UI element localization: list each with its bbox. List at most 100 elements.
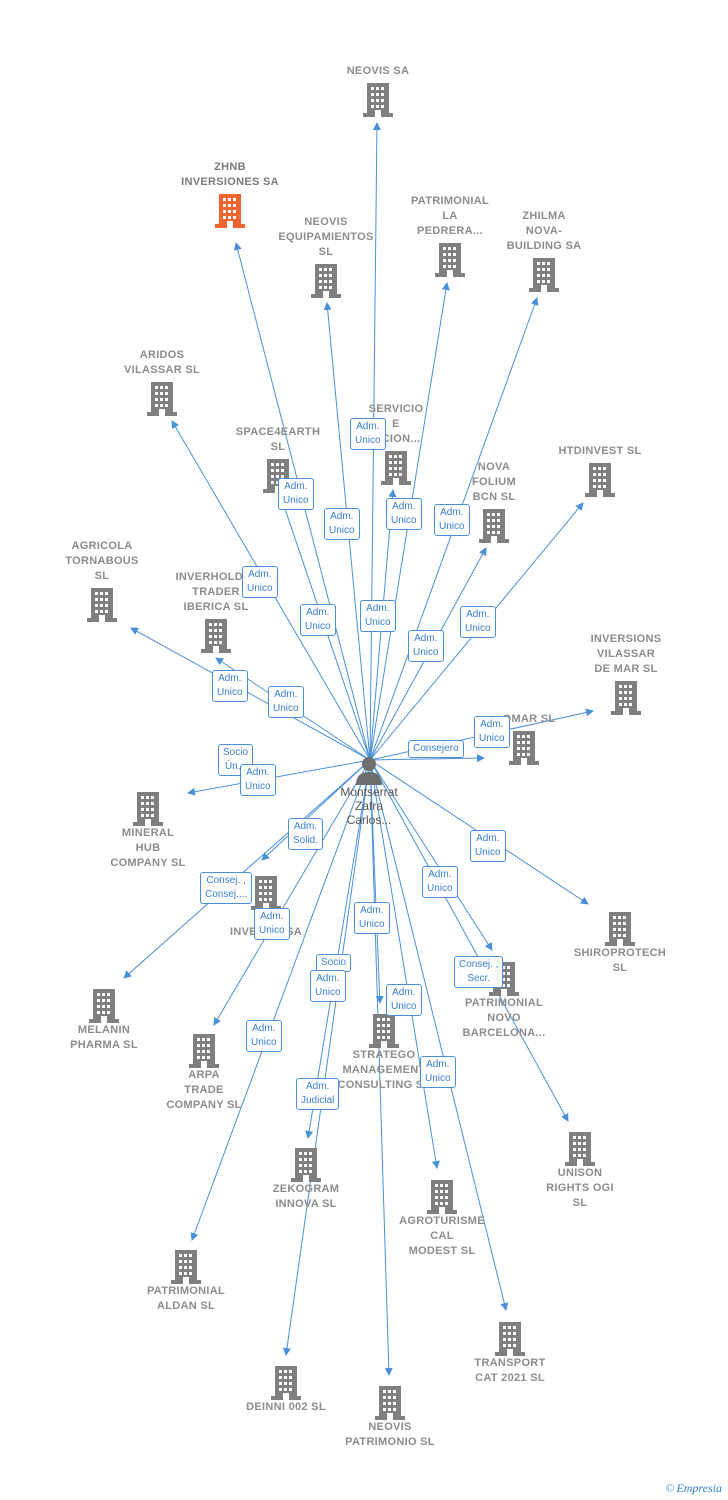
company-agroturisme[interactable]: AGROTURISME CAL MODEST SL xyxy=(382,1176,502,1259)
building-icon xyxy=(215,194,245,228)
edge-role-label[interactable]: Adm. Solid. xyxy=(288,818,324,850)
company-nova-folium[interactable]: NOVA FOLIUM BCN SL xyxy=(434,460,554,543)
company-aridos-vilassar[interactable]: ARIDOS VILASSAR SL xyxy=(102,348,222,416)
company-patrimonial-la-pedrera[interactable]: PATRIMONIAL LA PEDRERA... xyxy=(390,194,510,277)
edge-role-label[interactable]: Adm. Unico xyxy=(386,984,422,1016)
company-name: NEOVIS EQUIPAMIENTOS SL xyxy=(278,216,374,258)
company-inverholding[interactable]: INVERHOLDI... TRADER IBERICA SL xyxy=(156,570,276,653)
edge-role-label[interactable]: Adm. Unico xyxy=(254,908,290,940)
company-melanin-pharma[interactable]: MELANIN PHARMA SL xyxy=(44,985,164,1053)
edge-melanin-pharma xyxy=(123,759,371,979)
company-zhnb[interactable]: ZHNB INVERSIONES SA xyxy=(170,160,290,228)
building-icon xyxy=(189,1034,219,1068)
company-name: DEINNI 002 SL xyxy=(246,1401,326,1413)
edge-role-label[interactable]: Adm. Unico xyxy=(408,630,444,662)
edge-role-label[interactable]: Adm. Unico xyxy=(422,866,458,898)
edge-zekogram xyxy=(305,759,371,1139)
edge-role-label[interactable]: Adm. Unico xyxy=(324,508,360,540)
company-name: MINERAL HUB COMPANY SL xyxy=(110,827,186,869)
edge-role-label[interactable]: Adm. Judicial xyxy=(296,1078,340,1110)
footer-brand[interactable]: ©Empresia xyxy=(665,1481,722,1496)
edge-role-label[interactable]: Adm. Unico xyxy=(268,686,304,718)
company-shiroprotech[interactable]: SHIROPROTECH SL xyxy=(560,908,680,976)
edge-role-label[interactable]: Adm. Unico xyxy=(242,566,278,598)
edge-transport-cat xyxy=(369,759,509,1311)
edge-role-label[interactable]: Adm. Unico xyxy=(354,902,390,934)
company-agricola-tornabous[interactable]: AGRICOLA TORNABOUS SL xyxy=(42,539,162,622)
edge-role-label[interactable]: Adm. Unico xyxy=(470,830,506,862)
company-name: SPACE4EARTH SL xyxy=(235,426,321,453)
company-zekogram[interactable]: ZEKOGRAM INNOVA SL xyxy=(246,1144,366,1212)
edge-role-label[interactable]: Adm. Unico xyxy=(212,670,248,702)
building-icon xyxy=(369,1014,399,1048)
building-icon xyxy=(363,83,393,117)
edge-neovis-patrimonio xyxy=(369,759,393,1376)
edge-role-label[interactable]: Consejero xyxy=(408,740,464,758)
edge-role-label[interactable]: Adm. Unico xyxy=(474,716,510,748)
company-name: ZHILMA NOVA- BUILDING SA xyxy=(506,210,582,252)
company-name: ZEKOGRAM INNOVA SL xyxy=(272,1183,340,1210)
company-neovis-patrimonio[interactable]: NEOVIS PATRIMONIO SL xyxy=(330,1382,450,1450)
edge-role-label[interactable]: Consej. , Consej.... xyxy=(200,872,253,904)
edge-patrimonial-aldan xyxy=(190,759,371,1241)
building-icon xyxy=(381,451,411,485)
edge-agricola-tornabous xyxy=(130,627,371,761)
edge-role-label[interactable]: Adm. Unico xyxy=(310,970,346,1002)
edge-role-label[interactable]: Adm. Unico xyxy=(240,764,276,796)
company-arpa-trade[interactable]: ARPA TRADE COMPANY SL xyxy=(144,1030,264,1113)
building-icon xyxy=(87,588,117,622)
edge-role-label[interactable]: Adm. Unico xyxy=(300,604,336,636)
building-icon xyxy=(171,1250,201,1284)
company-zhilma[interactable]: ZHILMA NOVA- BUILDING SA xyxy=(484,209,604,292)
edge-role-label[interactable]: Adm. Unico xyxy=(246,1020,282,1052)
company-name: AGRICOLA TORNABOUS SL xyxy=(65,540,139,582)
company-name: NEOVIS PATRIMONIO SL xyxy=(345,1421,435,1448)
company-name: NOVA FOLIUM BCN SL xyxy=(472,461,516,503)
company-name: SHIROPROTECH SL xyxy=(573,947,667,974)
edge-role-label[interactable]: Adm. Unico xyxy=(360,600,396,632)
company-name: STRATEGO MANAGEMENT CONSULTING SL xyxy=(337,1049,431,1091)
edge-role-label[interactable]: Adm. Unico xyxy=(386,498,422,530)
company-neovis-equipamientos[interactable]: NEOVIS EQUIPAMIENTOS SL xyxy=(266,215,386,298)
company-mineral-hub[interactable]: MINERAL HUB COMPANY SL xyxy=(88,788,208,871)
company-patrimonial-aldan[interactable]: PATRIMONIAL ALDAN SL xyxy=(126,1246,246,1314)
company-stratego[interactable]: STRATEGO MANAGEMENT CONSULTING SL xyxy=(324,1010,444,1093)
company-neovis-sa[interactable]: NEOVIS SA xyxy=(318,64,438,117)
company-name: PATRIMONIAL ALDAN SL xyxy=(146,1285,226,1312)
company-name: ARPA TRADE COMPANY SL xyxy=(166,1069,242,1111)
company-name: ZHNB INVERSIONES SA xyxy=(181,161,279,188)
company-name: INVERSIONS VILASSAR DE MAR SL xyxy=(590,633,662,675)
building-icon xyxy=(375,1386,405,1420)
building-icon xyxy=(495,1322,525,1356)
company-unison-rights[interactable]: UNISON RIGHTS OGI SL xyxy=(520,1128,640,1211)
building-icon xyxy=(565,1132,595,1166)
building-icon xyxy=(585,463,615,497)
edge-role-label[interactable]: Adm. Unico xyxy=(420,1056,456,1088)
building-icon xyxy=(611,681,641,715)
company-name: AGROTURISME CAL MODEST SL xyxy=(399,1215,485,1257)
company-inversions-vilassar[interactable]: INVERSIONS VILASSAR DE MAR SL xyxy=(566,632,686,715)
company-deinni[interactable]: DEINNI 002 SL xyxy=(226,1362,346,1415)
edge-role-label[interactable]: Adm. Unico xyxy=(278,478,314,510)
edge-patrimonial-novo xyxy=(369,759,493,951)
company-name: INVERHOLDI... TRADER IBERICA SL xyxy=(175,571,257,613)
edge-role-label[interactable]: Adm. Unico xyxy=(350,418,386,450)
building-icon xyxy=(311,264,341,298)
center-person[interactable]: Montserrat Zafra Carlos... xyxy=(334,755,404,827)
company-htdinvest[interactable]: HTDINVEST SL xyxy=(540,444,660,497)
building-icon xyxy=(251,876,281,910)
person-name: Montserrat Zafra Carlos... xyxy=(340,785,398,827)
edge-role-label[interactable]: Adm. Unico xyxy=(434,504,470,536)
building-icon xyxy=(427,1180,457,1214)
company-name: HTDINVEST SL xyxy=(558,445,642,457)
building-icon xyxy=(479,509,509,543)
edge-unison-rights xyxy=(369,759,569,1122)
building-icon xyxy=(201,619,231,653)
company-transport-cat[interactable]: TRANSPORT CAT 2021 SL xyxy=(450,1318,570,1386)
building-icon xyxy=(271,1366,301,1400)
edge-role-label[interactable]: Adm. Unico xyxy=(460,606,496,638)
edge-role-label[interactable]: Consej. , Secr. xyxy=(454,956,504,988)
building-icon xyxy=(435,243,465,277)
copyright-symbol: © xyxy=(665,1481,675,1495)
company-name: PATRIMONIAL NOVO BARCELONA... xyxy=(462,997,546,1039)
